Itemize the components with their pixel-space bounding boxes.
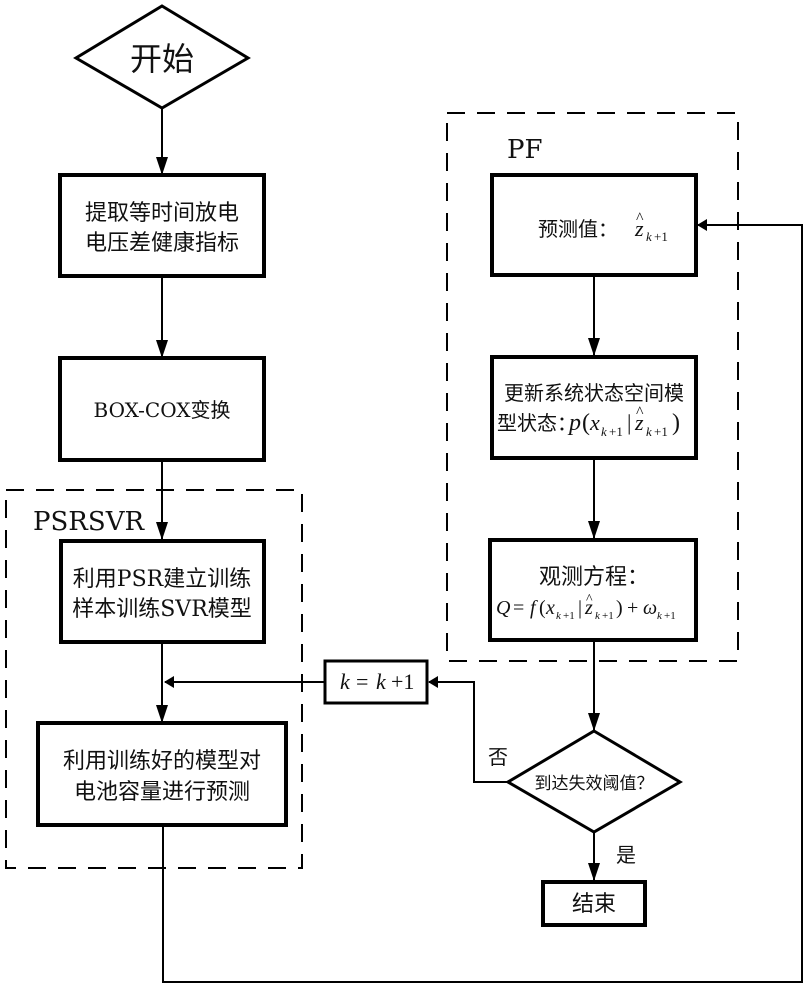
pf-group-label: PF (507, 135, 543, 165)
edge-predict-pf-predict (162, 219, 803, 983)
svg-text:k: k (595, 610, 601, 622)
no-label: 否 (488, 745, 508, 769)
predict-line-1: 利用训练好的模型对 (63, 749, 261, 774)
svg-text:^: ^ (586, 592, 593, 607)
svg-text:+1: +1 (609, 424, 623, 439)
svg-text:+1: +1 (664, 610, 676, 622)
svg-text:Q: Q (496, 597, 511, 619)
svg-text:+1: +1 (391, 669, 414, 694)
svg-text:): ) (616, 597, 623, 619)
extract-line-2: 电压差健康指标 (85, 231, 239, 256)
svg-text:x: x (545, 597, 555, 619)
yes-label: 是 (616, 843, 636, 867)
extract-node: 提取等时间放电 电压差健康指标 (58, 173, 266, 278)
svg-text:z: z (584, 597, 593, 619)
svg-text:k: k (556, 610, 562, 622)
svg-text:|: | (627, 410, 631, 435)
train-node: 利用PSR建立训练 样本训练SVR模型 (59, 539, 266, 644)
svg-text:k: k (340, 669, 351, 694)
svg-text:=: = (356, 669, 368, 694)
observe-math: Q = f ( x k +1 | z ^ k +1 ) + ω k +1 (496, 592, 676, 622)
predict-line-2: 电池容量进行预测 (74, 780, 250, 805)
predict-node: 利用训练好的模型对 电池容量进行预测 (36, 721, 288, 827)
extract-line-1: 提取等时间放电 (85, 201, 239, 226)
svg-text:ω: ω (643, 597, 657, 619)
train-line-2: 样本训练SVR模型 (72, 597, 252, 622)
svg-text:p: p (567, 410, 581, 436)
svg-text:^: ^ (636, 404, 644, 421)
svg-text:z: z (634, 410, 644, 435)
pf-predict-math: z ^ k +1 (634, 210, 668, 244)
svg-text:f: f (530, 597, 538, 619)
svg-text:|: | (578, 597, 582, 619)
svg-text:k: k (376, 669, 387, 694)
svg-text:+1: +1 (563, 610, 575, 622)
update-line-1: 更新系统状态空间模 (504, 381, 684, 405)
psrsvr-group-box (5, 489, 303, 869)
svg-text:(: ( (582, 410, 590, 436)
svg-text:k: k (646, 229, 652, 244)
boxcox-label: BOX-COX变换 (94, 398, 231, 422)
observe-node: 观测方程： Q = f ( x k +1 | z ^ k +1 ) + ω k … (488, 538, 698, 642)
update-line-2: 型状态： (497, 411, 577, 435)
pf-predict-label: 预测值： (538, 217, 618, 241)
psrsvr-group-label: PSRSVR (33, 507, 145, 537)
boxcox-node: BOX-COX变换 (58, 356, 266, 462)
svg-text:): ) (672, 410, 680, 436)
start-node: 开始 (73, 4, 251, 110)
threshold-label: 到达失效阈值？ (535, 774, 654, 794)
svg-text:+1: +1 (654, 424, 668, 439)
svg-text:z: z (634, 216, 644, 241)
end-label: 结束 (572, 892, 616, 917)
increment-math: k = k +1 (340, 669, 414, 694)
end-node: 结束 (541, 880, 647, 927)
start-label: 开始 (130, 40, 194, 78)
svg-text:+: + (627, 597, 638, 619)
train-line-1: 利用PSR建立训练 (73, 567, 251, 592)
svg-text:(: ( (539, 597, 546, 619)
increment-node: k = k +1 (323, 659, 429, 705)
svg-text:+1: +1 (602, 610, 614, 622)
edge-threshold-increment (428, 676, 508, 783)
svg-text:+1: +1 (654, 229, 668, 244)
observe-line-1: 观测方程： (539, 565, 649, 590)
svg-text:^: ^ (636, 210, 644, 227)
svg-text:x: x (589, 410, 600, 435)
svg-text:=: = (513, 597, 524, 619)
pf-predict-node: 预测值： z ^ k +1 (490, 173, 698, 277)
update-math: p ( x k +1 | z ^ k +1 ) (567, 404, 680, 439)
svg-text:k: k (601, 424, 607, 439)
threshold-node: 到达失效阈值？ (505, 729, 683, 834)
update-node: 更新系统状态空间模 型状态： p ( x k +1 | z ^ k +1 ) (490, 355, 698, 460)
svg-text:k: k (657, 610, 663, 622)
svg-text:k: k (646, 424, 652, 439)
